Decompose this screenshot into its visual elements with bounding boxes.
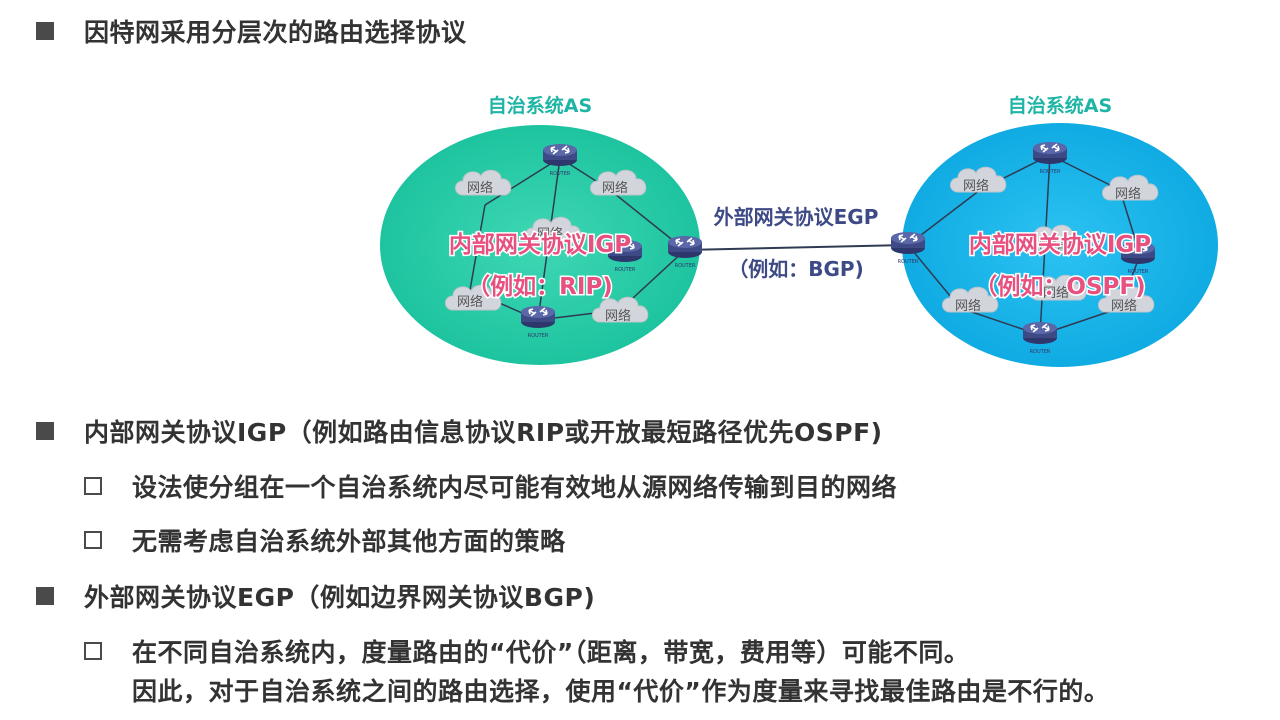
section-igp-item-1: 设法使分组在一个自治系统内尽可能有效地从源网络传输到目的网络 <box>84 469 897 503</box>
bullet-square-icon <box>36 422 54 440</box>
left-igp-label: 内部网关协议IGP <box>449 231 631 258</box>
egp-label: 外部网关协议EGP <box>714 205 879 229</box>
section-egp-item-1: 在不同自治系统内，度量路由的“代价”（距离，带宽，费用等）可能不同。 <box>84 634 969 668</box>
right-network-cloud-2: 网络 <box>1102 174 1159 202</box>
section-egp-text: 外部网关协议EGP（例如边界网关协议BGP) <box>84 583 596 612</box>
section-igp: 内部网关协议IGP（例如路由信息协议RIP或开放最短路径优先OSPF) <box>36 414 883 448</box>
svg-text:ROUTER: ROUTER <box>1128 269 1149 275</box>
svg-text:网络: 网络 <box>1115 186 1141 202</box>
right-igp-example: （例如：OSPF) <box>974 273 1145 300</box>
left-network-cloud-5: 网络 <box>592 296 649 324</box>
bullet-checkbox-icon <box>84 642 102 660</box>
svg-text:网络: 网络 <box>1039 236 1065 252</box>
section-igp-item-1-text: 设法使分组在一个自治系统内尽可能有效地从源网络传输到目的网络 <box>132 473 898 502</box>
router-icon: ROUTER <box>1120 241 1156 275</box>
as-routing-diagram: 网络 网络 网络 网络 网络 网络 网络 网络 <box>380 94 1218 367</box>
section-igp-text: 内部网关协议IGP（例如路由信息协议RIP或开放最短路径优先OSPF) <box>84 418 883 447</box>
heading-row: 因特网采用分层次的路由选择协议 <box>36 14 467 48</box>
left-network-cloud-1: 网络 <box>455 169 512 196</box>
svg-text:网络: 网络 <box>963 178 989 194</box>
border-router-icon-left: ROUTER <box>667 235 703 269</box>
bullet-checkbox-icon <box>84 531 102 549</box>
svg-text:ROUTER: ROUTER <box>550 171 571 177</box>
svg-text:网络: 网络 <box>602 180 628 196</box>
left-network-cloud-2: 网络 <box>590 169 647 196</box>
svg-text:网络: 网络 <box>605 308 631 324</box>
section-egp-item-1-continuation: 因此，对于自治系统之间的路由选择，使用“代价”作为度量来寻找最佳路由是不行的。 <box>132 677 1110 706</box>
svg-text:网络: 网络 <box>1043 285 1069 301</box>
router-icon: ROUTER <box>1032 141 1068 175</box>
left-network-cloud-3: 网络 <box>525 216 582 243</box>
egp-example: （例如：BGP) <box>728 257 863 281</box>
section-igp-item-2-text: 无需考虑自治系统外部其他方面的策略 <box>132 527 566 556</box>
bullet-square-icon <box>36 587 54 605</box>
right-network-cloud-5: 网络 <box>1098 286 1155 314</box>
svg-text:ROUTER: ROUTER <box>615 267 636 273</box>
svg-text:网络: 网络 <box>467 180 493 196</box>
right-as-title: 自治系统AS <box>1008 94 1112 117</box>
left-as-title: 自治系统AS <box>488 94 592 117</box>
right-igp-label: 内部网关协议IGP <box>969 231 1151 258</box>
svg-text:网络: 网络 <box>537 226 563 242</box>
svg-text:ROUTER: ROUTER <box>1040 169 1061 175</box>
svg-text:网络: 网络 <box>955 298 981 314</box>
svg-text:ROUTER: ROUTER <box>528 333 549 339</box>
section-igp-item-2: 无需考虑自治系统外部其他方面的策略 <box>84 523 566 557</box>
right-network-cloud-1: 网络 <box>950 166 1007 194</box>
svg-text:ROUTER: ROUTER <box>1030 349 1051 355</box>
router-icon: ROUTER <box>1022 321 1058 355</box>
page-heading: 因特网采用分层次的路由选择协议 <box>84 18 467 47</box>
svg-text:网络: 网络 <box>457 294 483 310</box>
right-network-cloud-6: 网络 <box>1030 274 1087 301</box>
bullet-square-icon <box>36 22 54 40</box>
right-network-cloud-3: 网络 <box>1026 224 1083 252</box>
svg-text:网络: 网络 <box>1111 298 1137 314</box>
egp-link <box>684 244 909 251</box>
left-network-cloud-4: 网络 <box>445 284 502 311</box>
bullet-checkbox-icon <box>84 477 102 495</box>
router-icon: ROUTER <box>607 239 643 273</box>
router-icon: ROUTER <box>542 143 578 177</box>
right-network-cloud-4: 网络 <box>942 286 999 314</box>
section-egp: 外部网关协议EGP（例如边界网关协议BGP) <box>36 579 595 613</box>
left-igp-example: （例如：RIP) <box>467 273 613 300</box>
svg-text:ROUTER: ROUTER <box>898 259 919 265</box>
border-router-icon-right: ROUTER <box>890 231 926 265</box>
router-icon: ROUTER <box>520 305 556 339</box>
section-egp-item-1-text: 在不同自治系统内，度量路由的“代价”（距离，带宽，费用等）可能不同。 <box>132 638 970 667</box>
svg-text:ROUTER: ROUTER <box>675 263 696 269</box>
